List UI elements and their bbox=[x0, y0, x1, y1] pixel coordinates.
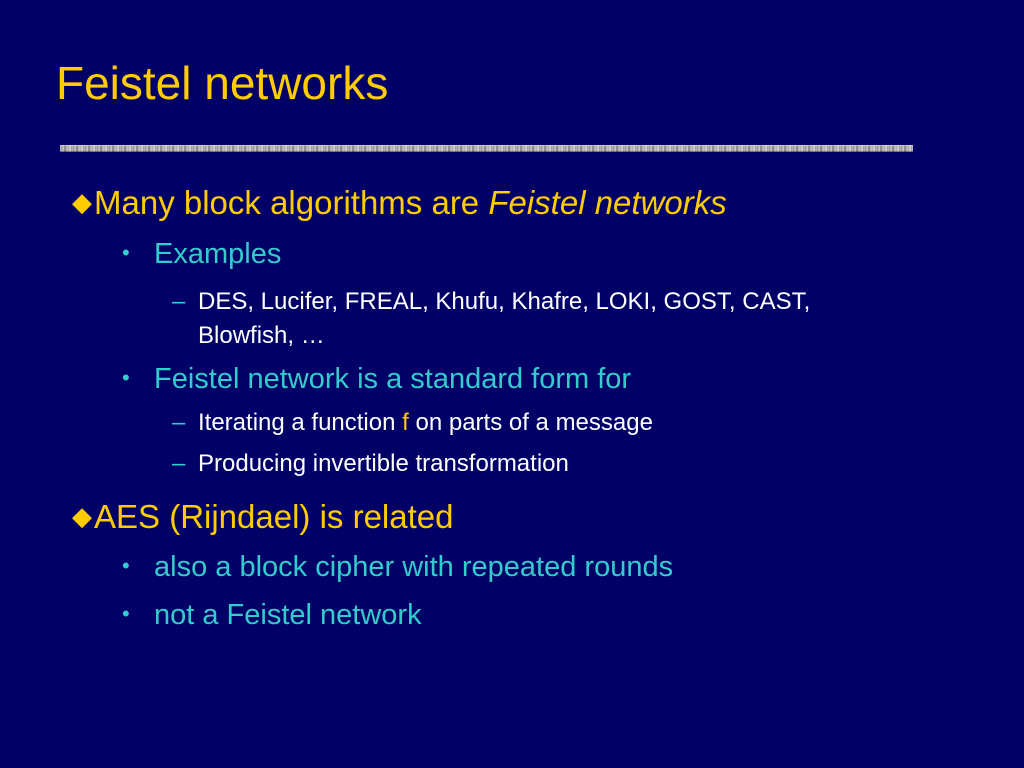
iterating-text: Iterating a function bbox=[198, 409, 403, 436]
bullet-feistel: ◆Many block algorithms are Feistel netwo… bbox=[72, 186, 727, 219]
sub-bullet-text: Feistel network is a standard form for bbox=[154, 363, 632, 395]
dash-bullet-icon: – bbox=[172, 409, 186, 436]
examples-list-text: DES, Lucifer, FREAL, Khufu, Khafre, LOKI… bbox=[198, 288, 811, 349]
dot-bullet-icon: • bbox=[122, 553, 130, 578]
function-variable: f bbox=[402, 409, 409, 436]
bullet-text: AES (Rijndael) is related bbox=[94, 498, 454, 535]
title-divider bbox=[60, 145, 913, 152]
sub-bullet-examples: • Examples bbox=[122, 240, 281, 269]
sub-bullet-not-feistel: • not a Feistel network bbox=[122, 601, 422, 630]
examples-list: – DES, Lucifer, FREAL, Khufu, Khafre, LO… bbox=[172, 285, 912, 353]
dot-bullet-icon: • bbox=[122, 601, 130, 626]
sub-bullet-text: not a Feistel network bbox=[154, 599, 422, 631]
sub-bullet-text: Examples bbox=[154, 238, 282, 270]
dash-bullet-icon: – bbox=[172, 450, 186, 477]
bullet-aes: ◆AES (Rijndael) is related bbox=[72, 500, 454, 533]
sub-bullet-block-cipher: • also a block cipher with repeated round… bbox=[122, 553, 673, 582]
dot-bullet-icon: • bbox=[122, 240, 130, 265]
diamond-bullet-icon: ◆ bbox=[72, 187, 92, 217]
diamond-bullet-icon: ◆ bbox=[72, 501, 92, 531]
producing-item: – Producing invertible transformation bbox=[172, 447, 912, 481]
iterating-item: – Iterating a function f on parts of a m… bbox=[172, 406, 912, 440]
dot-bullet-icon: • bbox=[122, 365, 130, 390]
iterating-text-end: on parts of a message bbox=[408, 409, 653, 436]
slide-title: Feistel networks bbox=[56, 57, 389, 109]
producing-text: Producing invertible transformation bbox=[198, 450, 569, 477]
bullet-text: Many block algorithms are bbox=[94, 184, 489, 221]
sub-bullet-standard-form: • Feistel network is a standard form for bbox=[122, 365, 631, 394]
sub-bullet-text: also a block cipher with repeated rounds bbox=[154, 551, 674, 583]
bullet-emphasis: Feistel networks bbox=[488, 184, 727, 221]
dash-bullet-icon: – bbox=[172, 288, 186, 315]
